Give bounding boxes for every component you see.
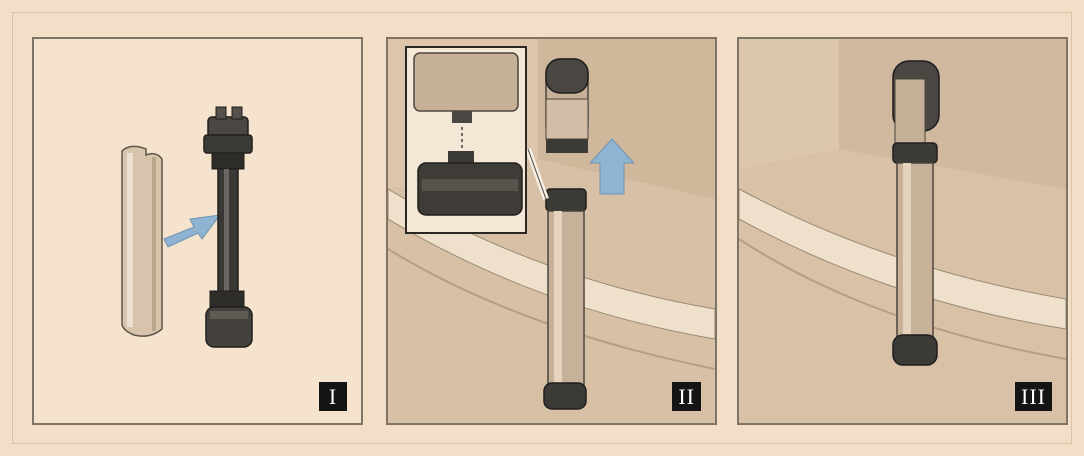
step-2-badge: II <box>672 382 701 411</box>
step-3-illustration <box>739 39 1066 423</box>
step-2-illustration <box>388 39 715 423</box>
detail-inset <box>405 46 527 234</box>
tube-assembly <box>543 58 589 410</box>
rail-assembly <box>203 106 253 348</box>
step-3-badge: III <box>1015 382 1052 411</box>
tube-assembly-installed <box>892 60 940 366</box>
tube-cover <box>121 145 163 337</box>
step-1-panel: I <box>32 37 363 425</box>
cabinet-band <box>388 188 715 340</box>
insert-arrow-icon <box>163 214 222 248</box>
step-1-illustration <box>34 39 361 423</box>
step-3-panel: III <box>737 37 1068 425</box>
step-2-panel: II <box>386 37 717 425</box>
illustration-frame <box>12 12 1072 444</box>
step-1-badge: I <box>319 382 347 411</box>
lift-arrow-icon <box>588 138 636 195</box>
